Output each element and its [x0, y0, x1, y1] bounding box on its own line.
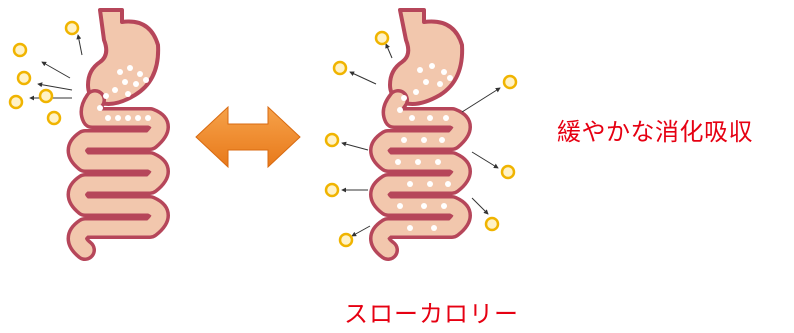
nutrient-circle-icon: [340, 234, 352, 246]
nutrient-circle-icon: [66, 22, 78, 34]
low-calorie-label: スローカロリー: [344, 294, 519, 329]
nutrient-circle-icon: [486, 218, 498, 230]
nutrient-circle-icon: [14, 44, 26, 56]
nutrient-circle-icon: [504, 76, 516, 88]
double-headed-arrow-icon: [196, 107, 300, 167]
nutrient-circle-icon: [334, 62, 346, 74]
nutrient-circle-icon: [48, 112, 60, 124]
nutrient-circle-icon: [376, 32, 388, 44]
nutrient-circle-icon: [326, 184, 338, 196]
slow-digestion-tract-icon: [380, 10, 462, 250]
nutrient-circle-icon: [10, 96, 22, 108]
fast-digestion-tract-icon: [78, 10, 160, 250]
slow-digestion-label: 緩やかな消化吸収: [557, 112, 753, 147]
nutrient-circle-icon: [502, 166, 514, 178]
nutrient-circle-icon: [40, 90, 52, 102]
nutrient-circle-icon: [18, 72, 30, 84]
nutrients-left: [10, 22, 82, 124]
nutrient-circle-icon: [326, 134, 338, 146]
